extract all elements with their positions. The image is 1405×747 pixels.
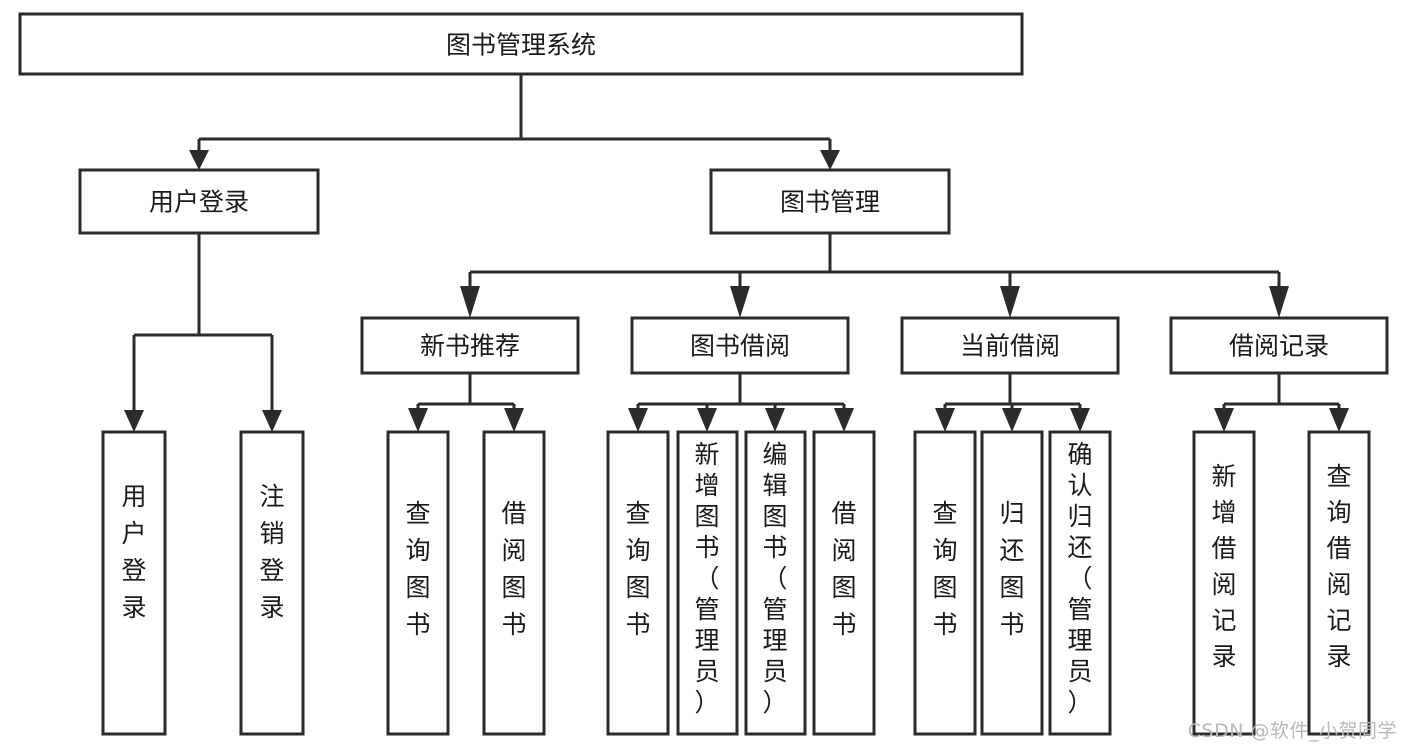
node-root[interactable]: 图书管理系统 — [18, 12, 1024, 76]
node-leaf-query-book-rec-box[interactable] — [386, 430, 450, 736]
node-leaf-borrow-book-rec-box[interactable] — [482, 430, 546, 736]
node-leaf-add-borrow-record[interactable]: 新增借阅记录 — [1192, 430, 1256, 736]
arrow-head-user-login — [189, 150, 209, 170]
node-leaf-borrow-book[interactable]: 借阅图书 — [812, 430, 876, 736]
arrow-head-leaf-add-book — [697, 408, 717, 432]
node-new-book-recommend-box[interactable] — [360, 316, 580, 375]
arrow-head-leaf-return-book — [1002, 408, 1022, 432]
node-leaf-logout[interactable]: 注销登录 — [239, 430, 305, 736]
node-root-box[interactable] — [18, 12, 1024, 76]
node-leaf-logout-box[interactable] — [239, 430, 305, 736]
node-borrow-record-box[interactable] — [1169, 316, 1389, 375]
node-leaf-query-borrow-record[interactable]: 查询借阅记录 — [1307, 430, 1371, 736]
arrow-head-leaf-borrow-book — [834, 408, 854, 432]
node-leaf-query-borrow-record-label: 查询借阅记录 — [1326, 462, 1351, 671]
node-new-book-recommend-label: 新书推荐 — [420, 332, 520, 361]
node-leaf-return-book[interactable]: 归还图书 — [980, 430, 1044, 736]
node-leaf-query-book-rec-label: 查询图书 — [405, 499, 430, 639]
node-user-login-label: 用户登录 — [149, 188, 249, 217]
node-leaf-query-book-borrow-label: 查询图书 — [625, 499, 650, 639]
node-leaf-query-borrow-record-box[interactable] — [1307, 430, 1371, 736]
node-leaf-add-borrow-record-label: 新增借阅记录 — [1211, 462, 1236, 671]
node-root-label: 图书管理系统 — [446, 31, 596, 60]
node-book-management-label: 图书管理 — [780, 188, 880, 217]
node-leaf-add-book-label: 新增图书（管理员） — [694, 440, 719, 717]
node-leaf-query-book-current[interactable]: 查询图书 — [913, 430, 977, 736]
node-leaf-add-book-box[interactable] — [676, 430, 739, 736]
node-leaf-user-login-box[interactable] — [101, 430, 167, 736]
node-current-borrow[interactable]: 当前借阅 — [900, 316, 1120, 375]
node-leaf-confirm-return-box[interactable] — [1048, 430, 1112, 736]
node-leaf-query-book-current-box[interactable] — [913, 430, 977, 736]
arrow-head-leaf-query-book-rec — [408, 408, 428, 432]
node-user-login[interactable]: 用户登录 — [78, 168, 320, 235]
arrow-head-leaf-query-book-borrow — [628, 408, 648, 432]
arrow-head-book-management — [820, 150, 840, 170]
node-borrow-record[interactable]: 借阅记录 — [1169, 316, 1389, 375]
node-leaf-add-book[interactable]: 新增图书（管理员） — [676, 430, 739, 736]
node-leaf-user-login-label: 用户登录 — [121, 482, 146, 622]
node-leaf-logout-label: 注销登录 — [259, 482, 284, 622]
node-leaf-edit-book-label: 编辑图书（管理员） — [762, 440, 787, 717]
arrow-head-new-book-recommend — [460, 286, 480, 318]
arrow-head-leaf-query-borrow-record — [1329, 408, 1349, 432]
arrow-head-leaf-add-borrow-record — [1214, 408, 1234, 432]
node-leaf-confirm-return[interactable]: 确认归还（管理员） — [1048, 430, 1112, 736]
node-leaf-user-login[interactable]: 用户登录 — [101, 430, 167, 736]
arrow-head-leaf-edit-book — [765, 408, 785, 432]
node-leaf-return-book-box[interactable] — [980, 430, 1044, 736]
node-leaf-borrow-book-box[interactable] — [812, 430, 876, 736]
arrow-head-leaf-borrow-book-rec — [504, 408, 524, 432]
node-new-book-recommend[interactable]: 新书推荐 — [360, 316, 580, 375]
node-leaf-add-borrow-record-box[interactable] — [1192, 430, 1256, 736]
node-current-borrow-box[interactable] — [900, 316, 1120, 375]
node-leaf-query-book-borrow-box[interactable] — [606, 430, 670, 736]
node-book-borrow-box[interactable] — [630, 316, 850, 375]
node-leaf-borrow-book-label: 借阅图书 — [831, 499, 856, 639]
node-borrow-record-label: 借阅记录 — [1229, 332, 1329, 361]
node-book-management[interactable]: 图书管理 — [709, 168, 951, 235]
node-leaf-confirm-return-label: 确认归还（管理员） — [1067, 440, 1092, 717]
arrow-head-leaf-user-login — [124, 410, 144, 432]
node-leaf-query-book-borrow[interactable]: 查询图书 — [606, 430, 670, 736]
node-leaf-edit-book-box[interactable] — [744, 430, 807, 736]
node-book-borrow-label: 图书借阅 — [690, 332, 790, 361]
node-leaf-borrow-book-rec[interactable]: 借阅图书 — [482, 430, 546, 736]
node-leaf-query-book-rec[interactable]: 查询图书 — [386, 430, 450, 736]
node-leaf-return-book-label: 归还图书 — [999, 499, 1024, 639]
arrow-head-current-borrow — [1000, 286, 1020, 318]
node-leaf-borrow-book-rec-label: 借阅图书 — [501, 499, 526, 639]
node-leaf-query-book-current-label: 查询图书 — [932, 499, 957, 639]
arrow-head-leaf-logout — [262, 410, 282, 432]
arrow-head-leaf-query-book-current — [935, 408, 955, 432]
connector-layer — [124, 74, 1349, 432]
arrow-head-leaf-confirm-return — [1070, 408, 1090, 432]
arrow-head-book-borrow — [730, 286, 750, 318]
node-book-borrow[interactable]: 图书借阅 — [630, 316, 850, 375]
node-current-borrow-label: 当前借阅 — [960, 332, 1060, 361]
node-book-management-box[interactable] — [709, 168, 951, 235]
node-user-login-box[interactable] — [78, 168, 320, 235]
node-leaf-edit-book[interactable]: 编辑图书（管理员） — [744, 430, 807, 736]
arrow-head-borrow-record — [1269, 286, 1289, 318]
